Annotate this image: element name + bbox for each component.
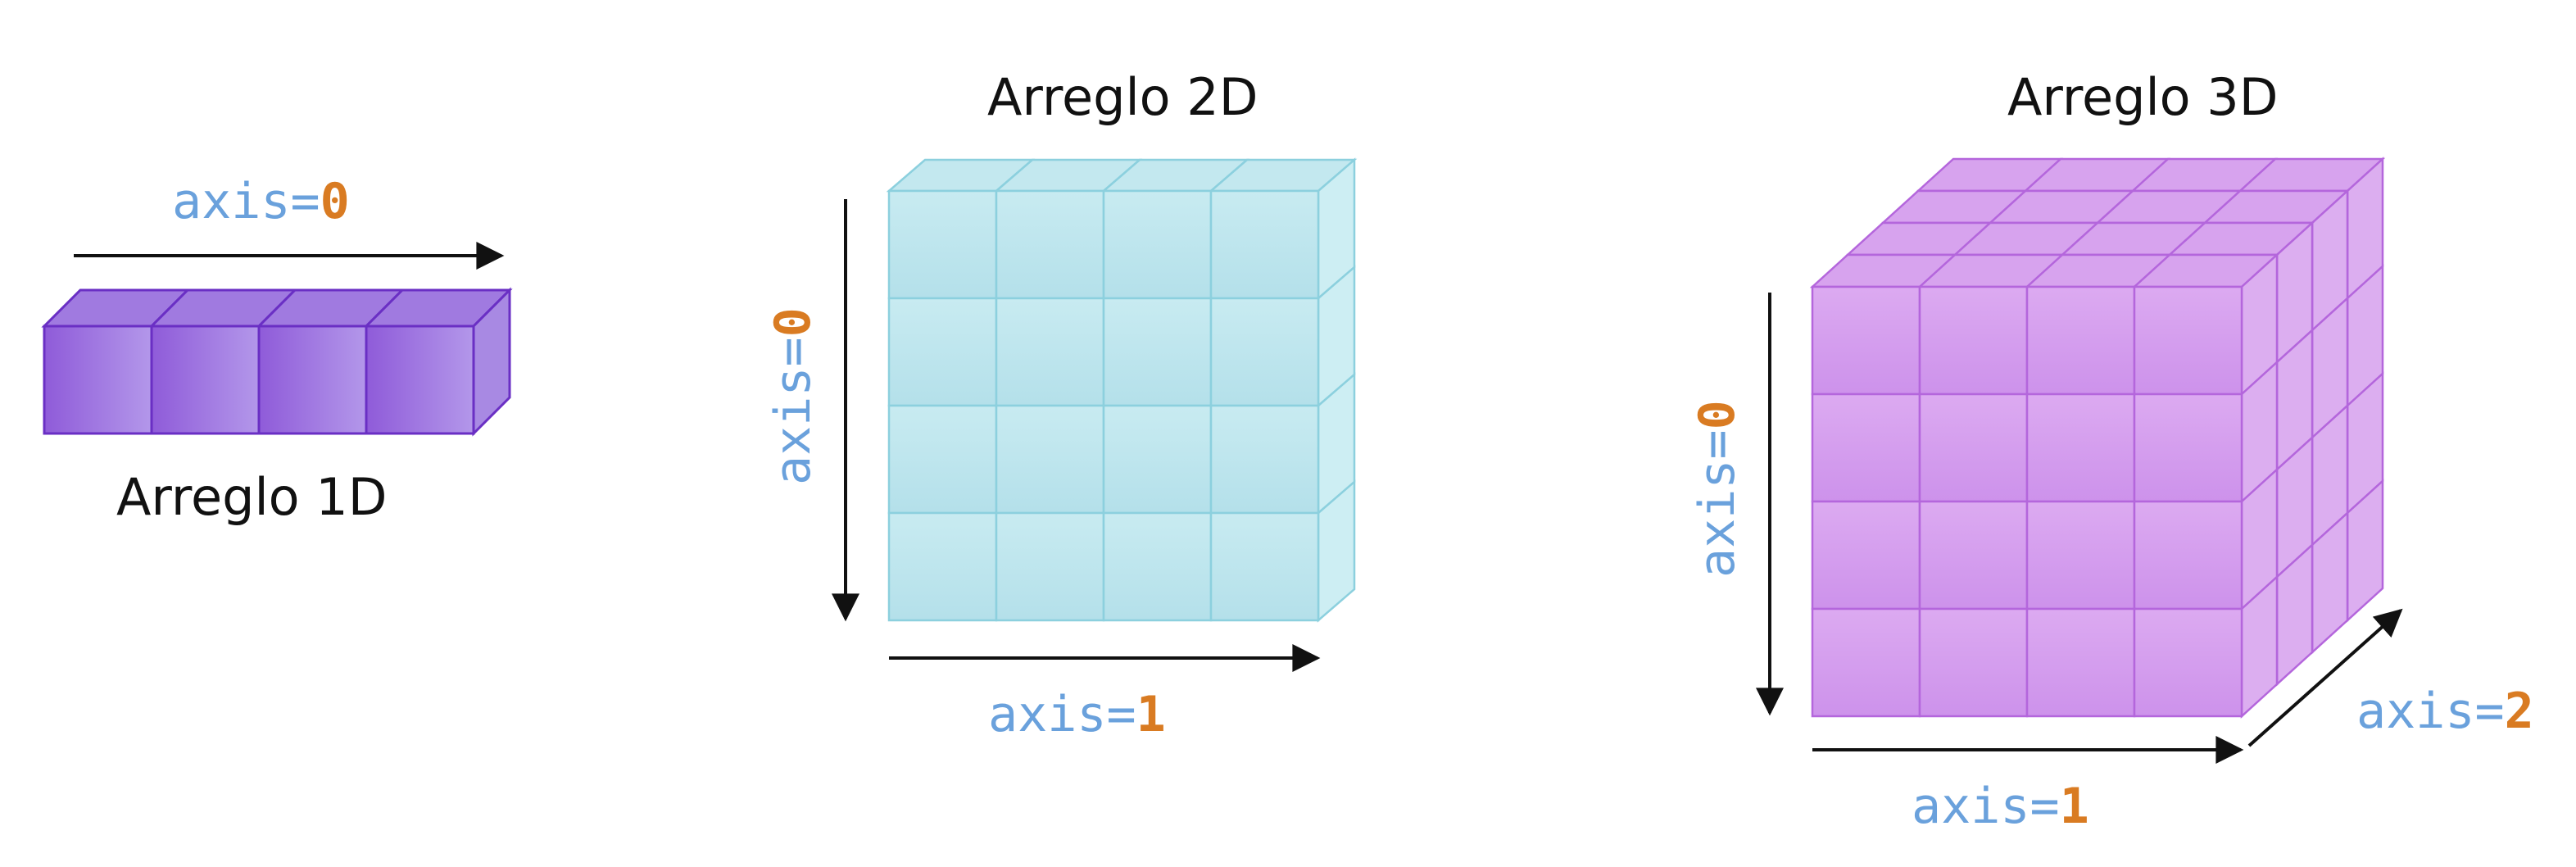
array-1d-cells: [41, 287, 513, 437]
title-1d: Arreglo 1D: [116, 467, 388, 527]
axis-0-label-1d: axis=0: [172, 173, 350, 230]
cell-2d: [1209, 511, 1320, 622]
array-2d-cells: [886, 157, 1358, 623]
cell-3d: [2133, 285, 2243, 396]
cell-3d: [2025, 607, 2136, 718]
cell-1d: [365, 325, 475, 435]
array-3d-cells: [1809, 157, 2386, 719]
cell-3d: [1918, 500, 2029, 611]
cell-2d: [1102, 404, 1213, 515]
cell-3d: [1918, 393, 2029, 503]
cell-2d: [1102, 297, 1213, 407]
side-face-1d: [472, 287, 511, 437]
cell-2d: [887, 511, 998, 622]
cell-3d: [1811, 393, 1921, 503]
cell-3d: [2133, 500, 2243, 611]
cell-2d: [995, 189, 1105, 300]
cell-2d: [887, 189, 998, 300]
cell-3d: [1811, 607, 1921, 718]
array-1d: axis=0 Arreglo 1D: [41, 173, 513, 527]
cell-1d: [150, 325, 261, 435]
axis-2-label-3d: axis=2: [2356, 683, 2534, 740]
axis-2-arrow-3d: [2247, 608, 2403, 747]
cell-3d: [2133, 393, 2243, 503]
title-2d: Arreglo 2D: [987, 67, 1259, 127]
cell-2d: [1102, 511, 1213, 622]
cell-3d: [2025, 500, 2136, 611]
cell-2d: [1102, 189, 1213, 300]
cell-3d: [1918, 607, 2029, 718]
cell-1d: [257, 325, 368, 435]
array-2d: Arreglo 2D axis=0 axis=1: [764, 67, 1358, 743]
axis-0-label-2d: axis=0: [764, 307, 822, 485]
array-3d: Arreglo 3D axis=0 axis=1 axis=2: [1689, 67, 2534, 835]
cell-2d: [887, 297, 998, 407]
axis-1-label-3d: axis=1: [1912, 778, 2089, 835]
cell-2d: [1209, 297, 1320, 407]
cell-2d: [1209, 189, 1320, 300]
cell-2d: [995, 511, 1105, 622]
axis-1-label-2d: axis=1: [988, 686, 1166, 743]
cell-2d: [995, 404, 1105, 515]
cell-3d: [2025, 285, 2136, 396]
title-3d: Arreglo 3D: [2007, 67, 2279, 127]
cell-2d: [887, 404, 998, 515]
cell-3d: [1918, 285, 2029, 396]
cell-2d: [1209, 404, 1320, 515]
cell-3d: [1811, 500, 1921, 611]
axis-0-label-3d: axis=0: [1689, 400, 1746, 578]
cell-3d: [1811, 285, 1921, 396]
cell-3d: [2025, 393, 2136, 503]
cell-3d: [2133, 607, 2243, 718]
cell-1d: [43, 325, 153, 435]
cell-2d: [995, 297, 1105, 407]
